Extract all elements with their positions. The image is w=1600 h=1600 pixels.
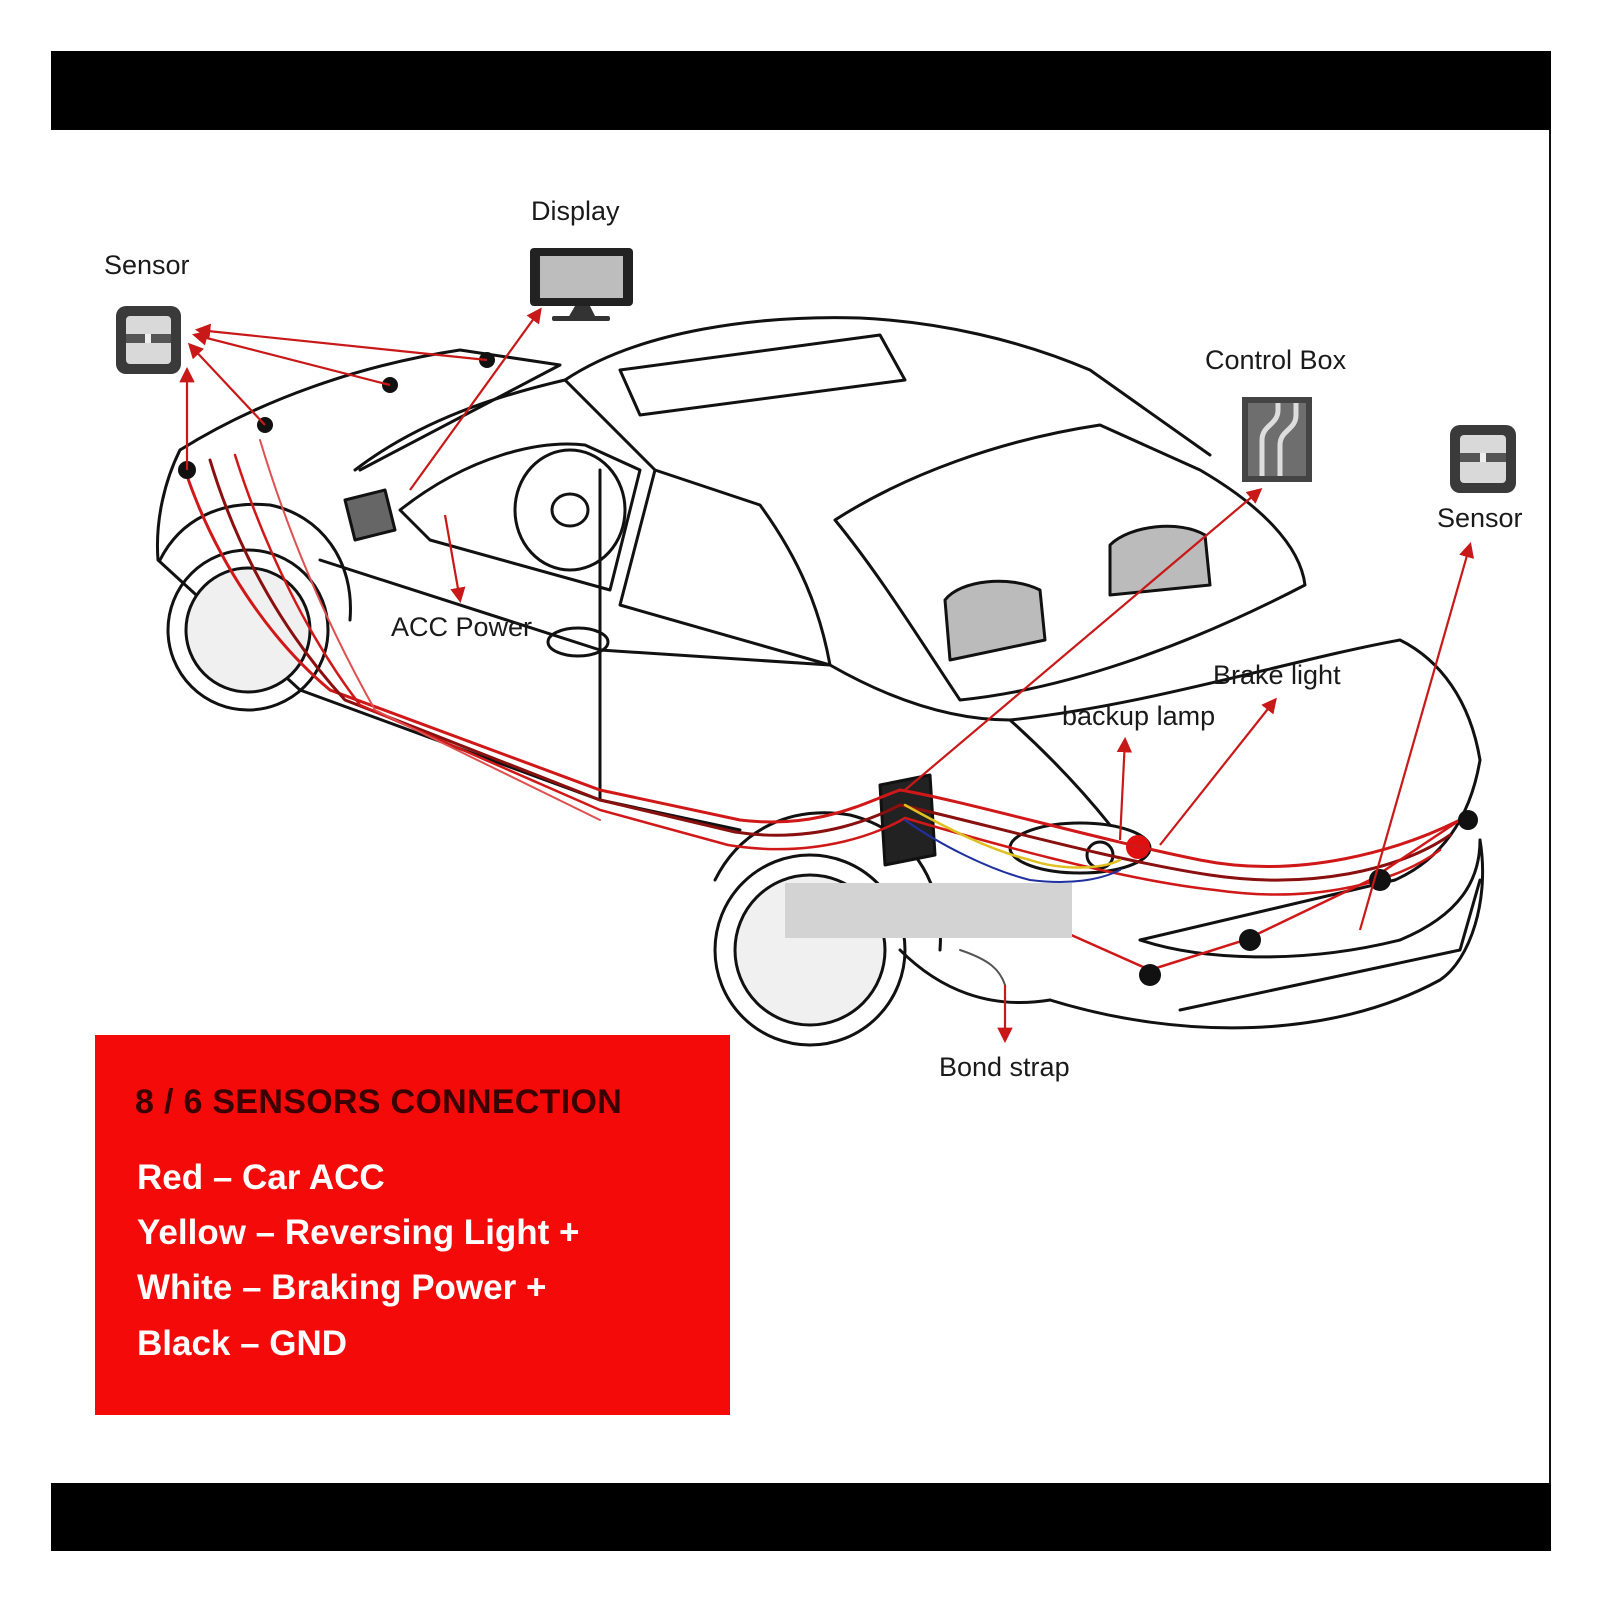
wiring-harness [183,439,1462,986]
callout-arrows [179,307,1475,1044]
acc-power-label: ACC Power [391,612,533,642]
control-box-label: Control Box [1205,345,1347,375]
top-black-bar [51,51,1551,130]
display-icon [530,248,633,321]
bottom-black-bar [51,1483,1551,1551]
sensor-right-label: Sensor [1437,503,1523,533]
legend-title: 8 / 6 SENSORS CONNECTION [135,1083,623,1121]
legend-line-yellow: Yellow – Reversing Light + [137,1213,580,1252]
legend-line-black: Black – GND [137,1324,348,1363]
sensor-left-icon [116,306,181,374]
legend-line-white: White – Braking Power + [137,1268,547,1307]
wiring-legend: 8 / 6 SENSORS CONNECTION Red – Car ACC Y… [95,1035,730,1415]
legend-line-red: Red – Car ACC [137,1158,385,1197]
brake-light-label: Brake light [1213,660,1341,690]
control-box-icon [1242,397,1312,482]
display-label: Display [531,196,620,226]
sensor-right-icon [1450,425,1516,493]
bond-strap-label: Bond strap [939,1052,1070,1082]
sensor-left-label: Sensor [104,250,190,280]
backup-lamp-label: backup lamp [1062,701,1216,731]
redacted-area [785,883,1072,938]
